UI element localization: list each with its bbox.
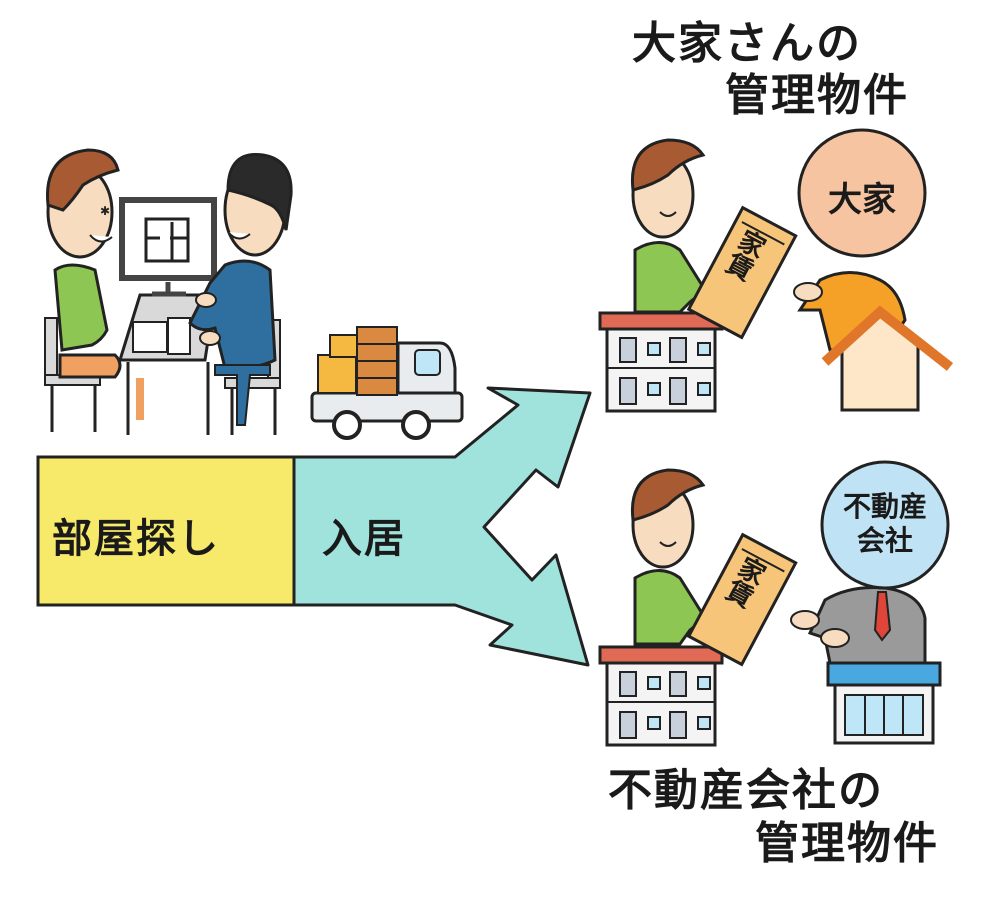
bottom-branch-caption-line2: 管理物件 [755,818,939,869]
step-room-search-label: 部屋探し [52,516,220,562]
computer-icon [119,197,217,297]
top-branch-caption-line1: 大家さんの [632,18,862,69]
real-estate-agent-icon [188,152,293,426]
step-move-in-label: 入居 [322,516,406,562]
step-room-search-box [36,455,296,607]
company-head [820,460,950,590]
landlord-scene [598,128,954,413]
chair-left-icon [44,317,101,432]
top-branch-caption-line2: 管理物件 [725,70,909,121]
landlord-head-label: 大家 [828,180,896,220]
company-representative-icon [790,460,950,665]
rent-envelope-icon [686,205,798,340]
office-building-icon [826,661,942,745]
apartment-building-icon [598,311,724,413]
meeting-table-icon [117,293,217,435]
moving-truck-icon [310,326,464,440]
svg-text:✱: ✱ [100,204,110,218]
bottom-branch-caption-line1: 不動産会社の [608,765,884,816]
flow-arrow [36,386,592,667]
customer-icon: ✱ [46,148,144,420]
tenant-icon [630,468,707,646]
landlord-head [797,128,927,258]
tenant-icon [630,138,707,314]
landlord-icon [793,128,927,352]
house-icon [821,305,954,412]
company-head-label-line1: 不動産 [842,490,927,523]
company-head-label-line2: 会社 [856,524,913,557]
step-move-in-branch-arrow [292,386,592,667]
apartment-building-icon [598,645,724,747]
rent-envelope-icon [686,532,798,667]
company-scene [598,460,950,747]
